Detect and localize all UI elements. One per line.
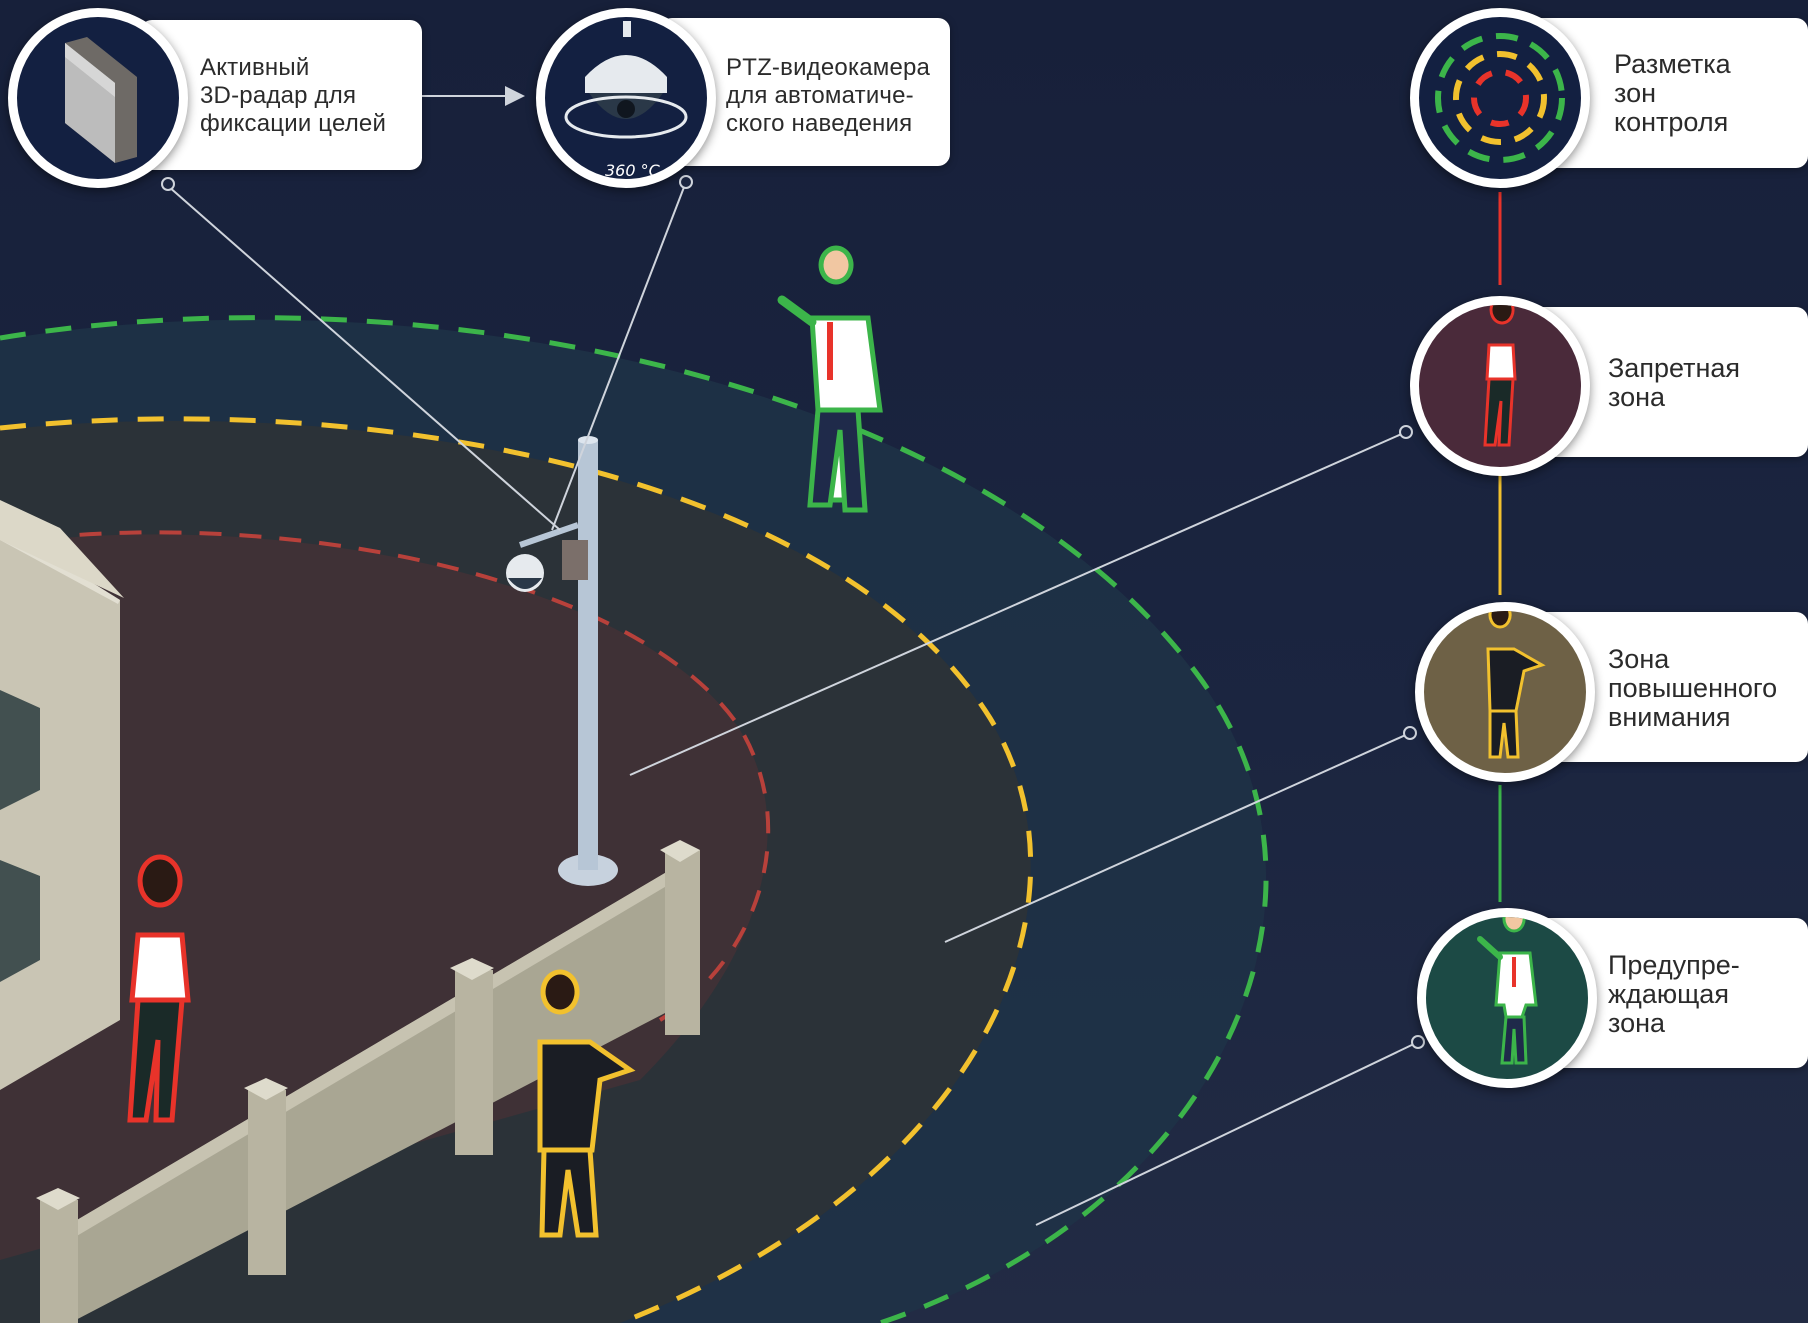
legend-item-attention-label: Зона повышенного внимания bbox=[1608, 644, 1778, 732]
leader-lines bbox=[161, 86, 1425, 1226]
radar-label: Активный 3D-радар для фиксации целей bbox=[200, 54, 387, 137]
sensor-pole bbox=[506, 436, 618, 886]
radar-panel-icon bbox=[8, 8, 188, 188]
restricted-zone-border bbox=[0, 530, 771, 1022]
warning-zone-border bbox=[0, 315, 1269, 1323]
building bbox=[0, 500, 124, 1090]
man-yellow-outline-icon bbox=[1415, 602, 1595, 782]
legend-header-label: Разметка зон контроля bbox=[1614, 49, 1731, 137]
ptz-camera-icon: 360 °C bbox=[536, 8, 716, 188]
man-green-outline-icon bbox=[1417, 908, 1597, 1088]
attention-zone-border bbox=[0, 416, 1034, 1323]
person-red-zone bbox=[127, 854, 191, 1123]
rotation-caption: 360 °C bbox=[605, 161, 660, 180]
woman-red-outline-icon bbox=[1410, 296, 1590, 476]
zone-rings-icon bbox=[1410, 8, 1590, 188]
person-yellow-zone bbox=[537, 969, 636, 1238]
radar-unit bbox=[562, 540, 588, 580]
camera-label: PTZ-видеокамера для автоматиче- ского на… bbox=[726, 54, 931, 137]
legend-item-restricted-label: Запретная зона bbox=[1608, 353, 1740, 412]
person-green-zone bbox=[777, 245, 883, 513]
fence bbox=[36, 840, 700, 1323]
legend-item-warning-label: Предупре- ждающая зона bbox=[1608, 950, 1740, 1038]
